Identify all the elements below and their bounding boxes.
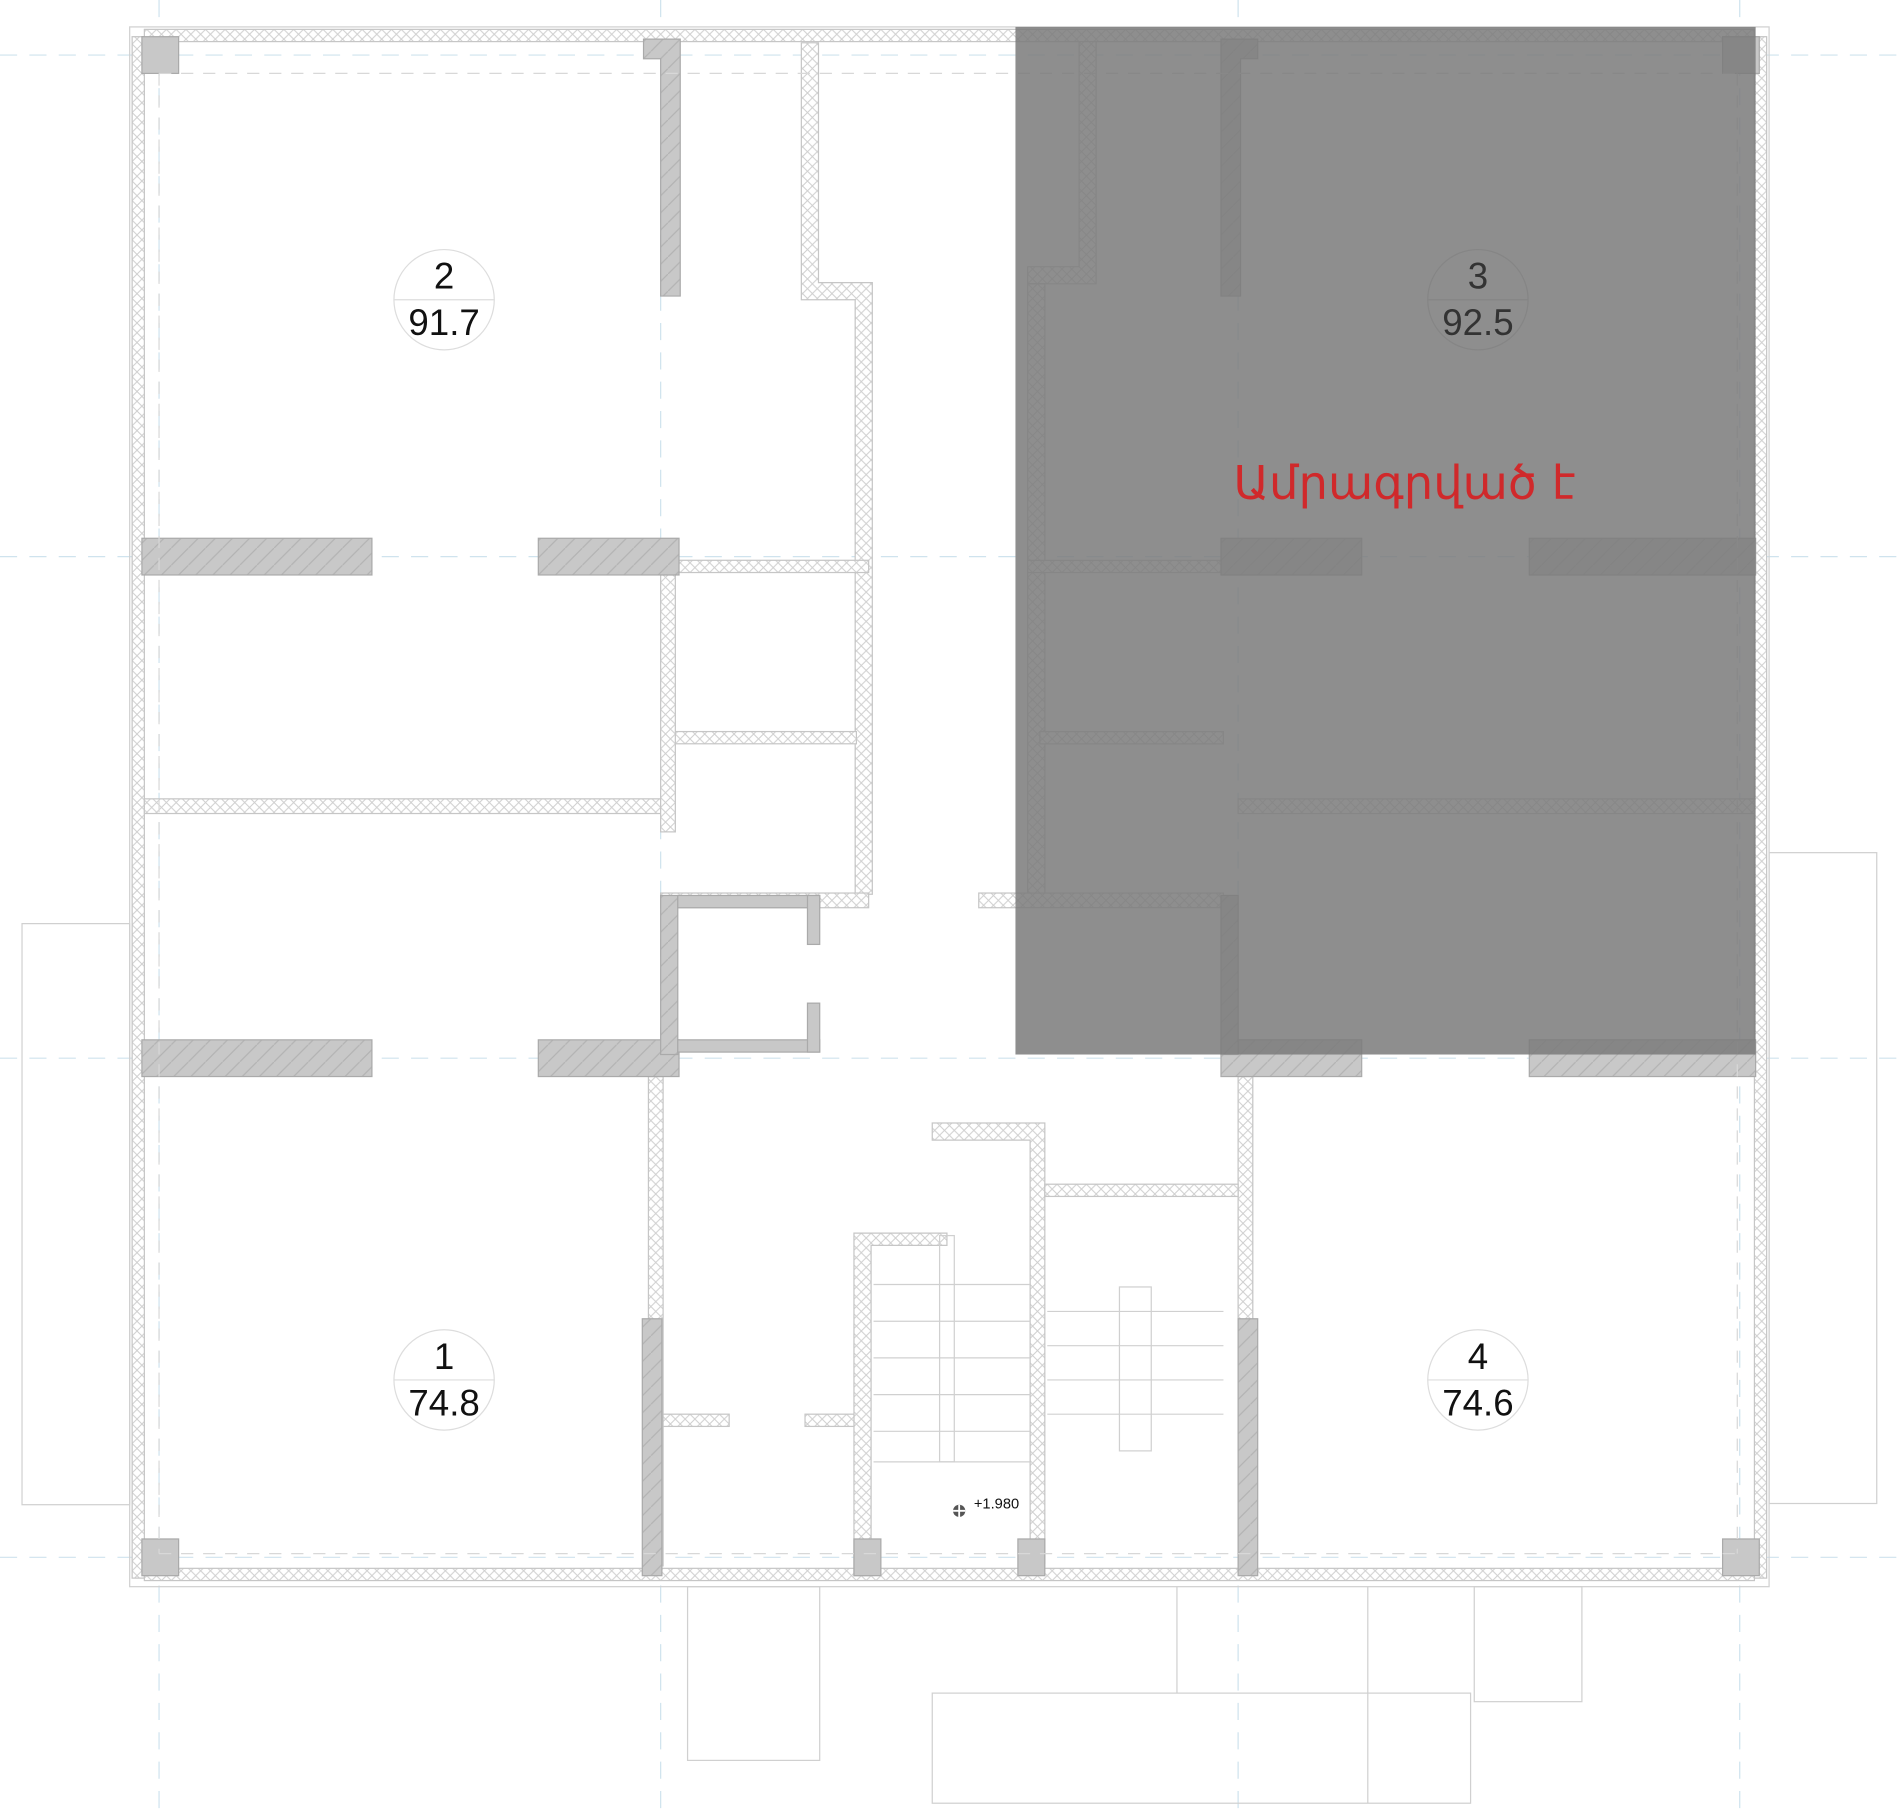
reserved-label: Ամրագրված է bbox=[1233, 456, 1575, 510]
room-number: 2 bbox=[434, 256, 454, 297]
room-number: 4 bbox=[1468, 1336, 1488, 1377]
room-2-label[interactable]: 2 91.7 bbox=[393, 248, 495, 351]
room-area: 91.7 bbox=[408, 302, 479, 343]
elevation-value: +1.980 bbox=[974, 1496, 1019, 1512]
exterior-elements bbox=[21, 852, 1878, 1804]
reserved-overlay[interactable] bbox=[1015, 26, 1756, 1055]
room-4-label[interactable]: 4 74.6 bbox=[1427, 1329, 1529, 1431]
room-area: 92.5 bbox=[1442, 302, 1513, 343]
room-number: 3 bbox=[1468, 256, 1488, 297]
room-1-label[interactable]: 1 74.8 bbox=[393, 1329, 495, 1431]
room-area: 74.6 bbox=[1442, 1382, 1513, 1423]
stairs bbox=[873, 1234, 1224, 1463]
room-3-label[interactable]: 3 92.5 bbox=[1427, 248, 1529, 351]
room-area: 74.8 bbox=[408, 1382, 479, 1423]
room-number: 1 bbox=[434, 1336, 454, 1377]
elevation-marker: +1.980 bbox=[953, 1496, 1019, 1517]
